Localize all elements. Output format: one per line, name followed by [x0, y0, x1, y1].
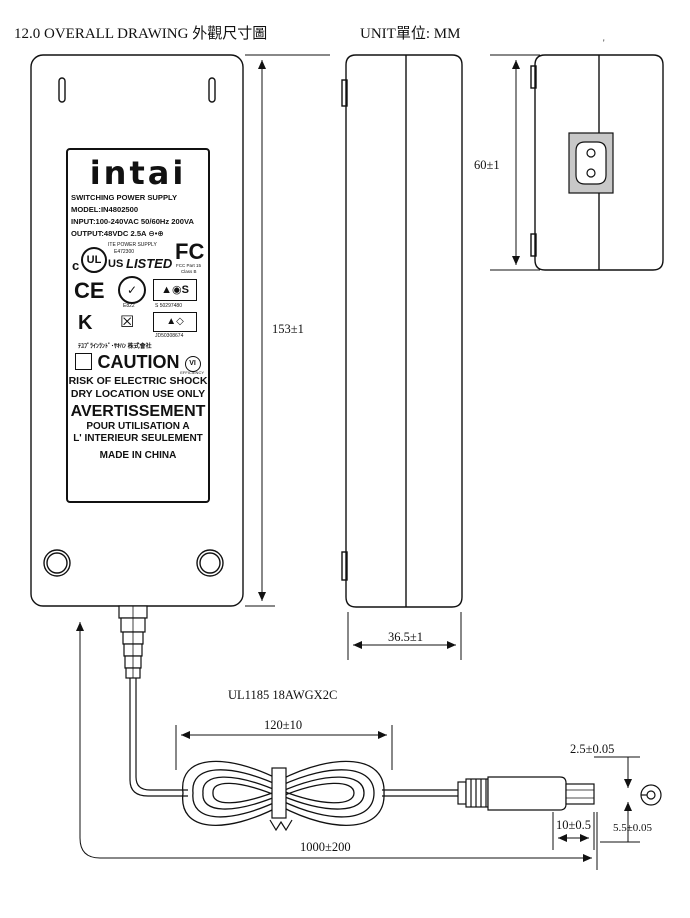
ul-c-text: c: [72, 258, 80, 273]
warning-line: DRY LOCATION USE ONLY: [70, 388, 206, 400]
rcm-mark-icon: ✓: [118, 276, 146, 304]
made-in-text: MADE IN CHINA: [99, 450, 177, 461]
width-dimension: [490, 54, 540, 271]
length-dimension-label: 153±1: [272, 322, 304, 336]
length-dimension: [245, 54, 330, 607]
caution-row: CAUTION VI: [68, 352, 208, 373]
plug-outer-label: 5.5±0.05: [613, 822, 653, 834]
cable-length-dimension: [76, 622, 598, 870]
fcc-part-text: FCC Part 15: [176, 263, 202, 268]
s-mark-icon: ▲◉S: [153, 279, 197, 301]
spec-line: OUTPUT:48VDC 2.5A ⊖•⊕: [71, 229, 164, 238]
coil-dimension-label: 120±10: [264, 718, 303, 732]
avertissement-text: AVERTISSEMENT: [70, 403, 206, 420]
brand-logo: intai: [89, 154, 187, 192]
japanese-vendor-line: ﾃﾕﾌﾞﾗｲﾝﾗﾝﾄﾞ･ｻｷﾊﾝ 株式會社: [78, 344, 152, 350]
rcm-code: E822: [123, 303, 135, 309]
efficiency-text: EFFICIENCY: [180, 370, 204, 375]
kc-mark-icon: K: [78, 312, 93, 334]
ul-listed-text: LISTED: [126, 256, 173, 271]
spec-line: MODEL:IN4802500: [71, 205, 139, 214]
french-warning-line: L' INTERIEUR SEULEMENT: [73, 433, 203, 444]
ul-logo-icon: UL: [81, 247, 107, 273]
ite-text: ITE POWER SUPPLY: [108, 242, 157, 248]
spec-line: SWITCHING POWER SUPPLY: [71, 193, 178, 202]
certification-marks: c UL US ITE POWER SUPPLY E472300 LISTED …: [68, 239, 208, 350]
tick-mark: ': [603, 38, 605, 48]
weee-bin-icon: ☒: [120, 314, 135, 331]
thickness-dimension-label: 36.5±1: [388, 630, 423, 644]
fcc-logo-icon: FC: [175, 239, 205, 264]
dc-polarity-icon: ⊖•⊕: [148, 229, 164, 238]
pse-code: JD50308674: [155, 333, 184, 339]
warning-line: RISK OF ELECTRIC SHOCK: [68, 375, 208, 387]
drawing-title: 12.0 OVERALL DRAWING 外觀尺寸圖: [14, 26, 268, 42]
ac-inlet-c8: [568, 132, 614, 194]
cable-length-label: 1000±200: [300, 840, 351, 854]
ul-us-text: US: [108, 258, 124, 270]
plug-end-view: [640, 784, 662, 806]
side-view: [341, 54, 463, 608]
spec-line: INPUT:100-240VAC 50/60Hz 200VA: [71, 217, 194, 226]
width-dimension-label: 60±1: [474, 158, 500, 172]
fcc-class-text: Class B: [181, 269, 197, 274]
plug-inner-label: 2.5±0.05: [570, 742, 615, 756]
ul-file-number: E472300: [114, 249, 135, 255]
dc-plug: [457, 776, 595, 811]
product-label: intai SWITCHING POWER SUPPLY MODEL:IN480…: [66, 148, 210, 503]
caution-text: CAUTION: [97, 352, 180, 372]
caution-box-icon: [75, 353, 93, 370]
cable-type-label: UL1185 18AWGX2C: [228, 688, 338, 702]
strain-relief: [118, 605, 148, 679]
pse-mark-icon: ▲◇: [153, 312, 197, 332]
ce-mark-icon: CE: [74, 278, 105, 303]
plug-length-label: 10±0.5: [556, 818, 591, 832]
s-mark-code: S 50297480: [155, 303, 182, 309]
efficiency-vi-icon: VI: [184, 356, 201, 372]
unit-label: UNIT單位: MM: [360, 26, 461, 42]
french-warning-line: POUR UTILISATION A: [86, 421, 190, 432]
